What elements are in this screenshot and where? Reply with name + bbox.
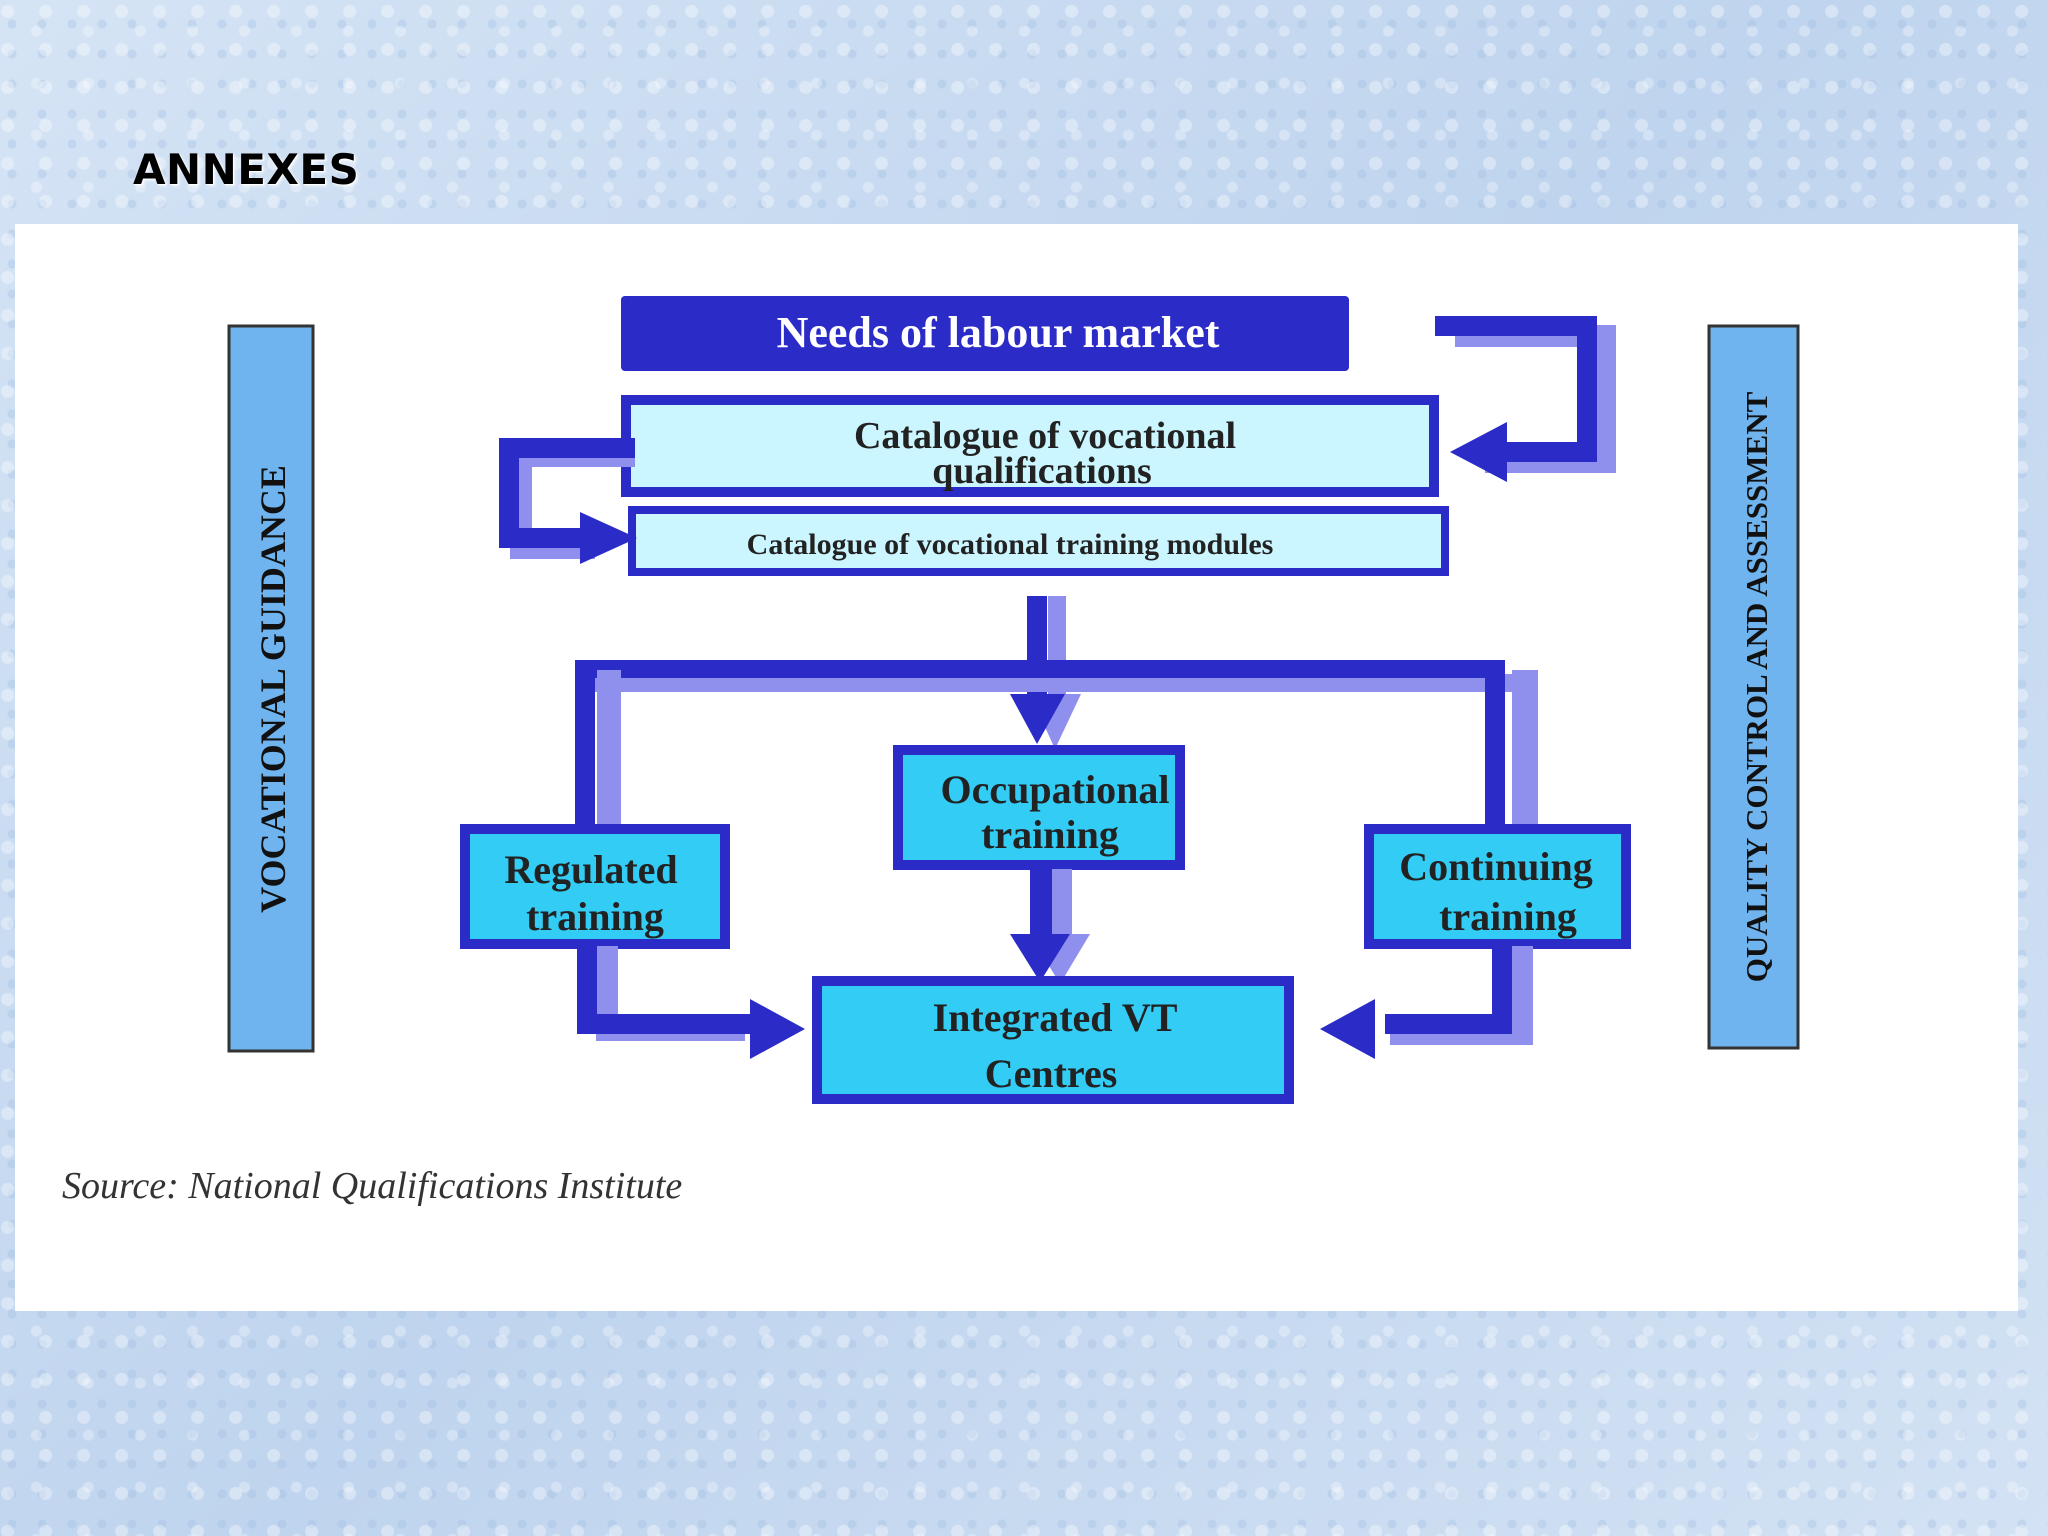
regulated-training-box (460, 824, 730, 949)
regulated-arrowhead (750, 999, 805, 1059)
catalogue-qualifications-line1: Catalogue of vocational (854, 415, 1236, 457)
right-branch (1485, 660, 1505, 825)
left-loop-arrowhead (580, 512, 637, 564)
catalogue-modules-box (628, 506, 1449, 576)
continuing-arrow (1385, 946, 1512, 1034)
regulated-training-line1: Regulated (504, 847, 677, 892)
continuing-arrowhead (1320, 999, 1375, 1059)
occ-down (1030, 869, 1052, 947)
source-caption: Source: National Qualifications Institut… (62, 1165, 683, 1207)
catalogue-modules-label: Catalogue of vocational training modules (747, 528, 1274, 561)
catalogue-qualifications-line2: qualifications (932, 450, 1152, 492)
occupational-arrowhead (1010, 694, 1065, 744)
regulated-arrow (577, 946, 755, 1034)
occupational-training-box (893, 745, 1185, 870)
occ-down-shadow (1052, 869, 1072, 947)
diagram-panel: VOCATIONAL GUIDANCE QUALITY CONTROL AND … (15, 224, 2018, 1311)
right-loop-arrow (1435, 316, 1597, 462)
continuing-training-box (1364, 824, 1631, 949)
right-loop-arrowhead (1450, 422, 1507, 482)
occupational-training-line1: Occupational (941, 767, 1170, 812)
quality-control-label: QUALITY CONTROL AND ASSESSMENT (1739, 391, 1774, 982)
needs-labour-market-label: Needs of labour market (777, 308, 1220, 357)
left-branch-shadow (597, 670, 621, 825)
distribution-bar (575, 660, 1500, 678)
distribution-bar-shadow (595, 674, 1535, 692)
integrated-vt-line2: Centres (985, 1051, 1118, 1096)
regulated-training-line2: training (526, 894, 664, 939)
vocational-guidance-bar (227, 324, 315, 1053)
right-branch-shadow (1512, 670, 1538, 825)
left-branch (575, 660, 595, 825)
needs-labour-market-box (621, 296, 1349, 371)
occ-down-arrowhead (1010, 934, 1070, 982)
occupational-training-line2: training (981, 812, 1119, 857)
quality-control-bar (1707, 324, 1800, 1050)
integrated-vt-line1: Integrated VT (933, 995, 1178, 1040)
flow-diagram: VOCATIONAL GUIDANCE QUALITY CONTROL AND … (227, 296, 1800, 1104)
vocational-guidance-label: VOCATIONAL GUIDANCE (253, 465, 293, 913)
continuing-training-line2: training (1439, 894, 1577, 939)
integrated-vt-box (812, 976, 1294, 1104)
continuing-training-line1: Continuing (1399, 844, 1592, 889)
left-loop-arrow (499, 438, 635, 548)
page-heading: ANNEXES (133, 145, 360, 194)
